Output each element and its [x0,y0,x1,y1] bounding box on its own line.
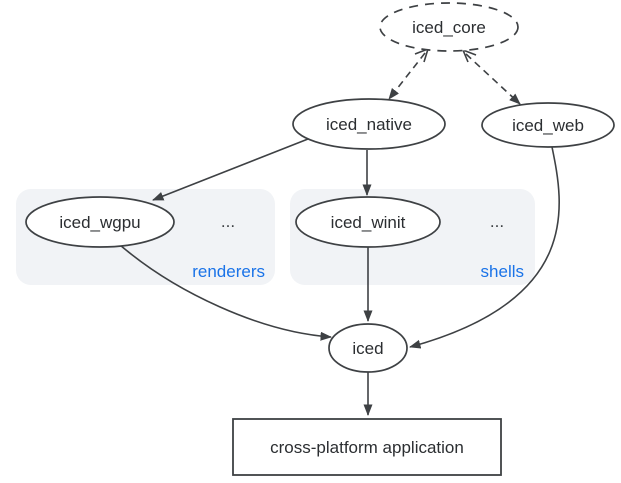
node-iced-web: iced_web [481,102,615,148]
node-iced-core: iced_core [379,2,519,52]
edge-wgpu-to-iced [119,244,332,341]
open-arrowhead-into-core-right [461,48,477,63]
iced-native-label: iced_native [326,115,412,134]
iced-ellipse [328,323,408,373]
iced-winit-ellipse [295,196,441,248]
iced-label: iced [352,339,383,358]
renderers-ellipsis: ... [221,212,235,231]
edge-core-to-web [465,53,521,105]
edge-core-to-native [388,52,426,100]
renderers-group-label: renderers [192,262,265,281]
iced-wgpu-label: iced_wgpu [59,213,140,232]
node-iced-wgpu: iced_wgpu [25,196,175,248]
shells-ellipsis: ... [490,212,504,231]
iced-winit-label: iced_winit [331,213,406,232]
node-iced-native: iced_native [292,98,446,150]
edge-web-to-iced [409,146,560,349]
iced-web-ellipse [481,102,615,148]
node-iced-winit: iced_winit [295,196,441,248]
iced-core-label: iced_core [412,18,486,37]
iced-core-ellipse [379,2,519,52]
shells-group-label: shells [481,262,524,281]
iced-wgpu-ellipse [25,196,175,248]
node-application: cross-platform application [232,418,502,476]
iced-native-ellipse [292,98,446,150]
open-arrowhead-into-core-left [414,47,430,63]
edge-native-to-wgpu [152,138,309,201]
application-label: cross-platform application [270,438,464,457]
node-iced: iced [328,323,408,373]
application-rect [232,418,502,476]
iced-web-label: iced_web [512,116,584,135]
